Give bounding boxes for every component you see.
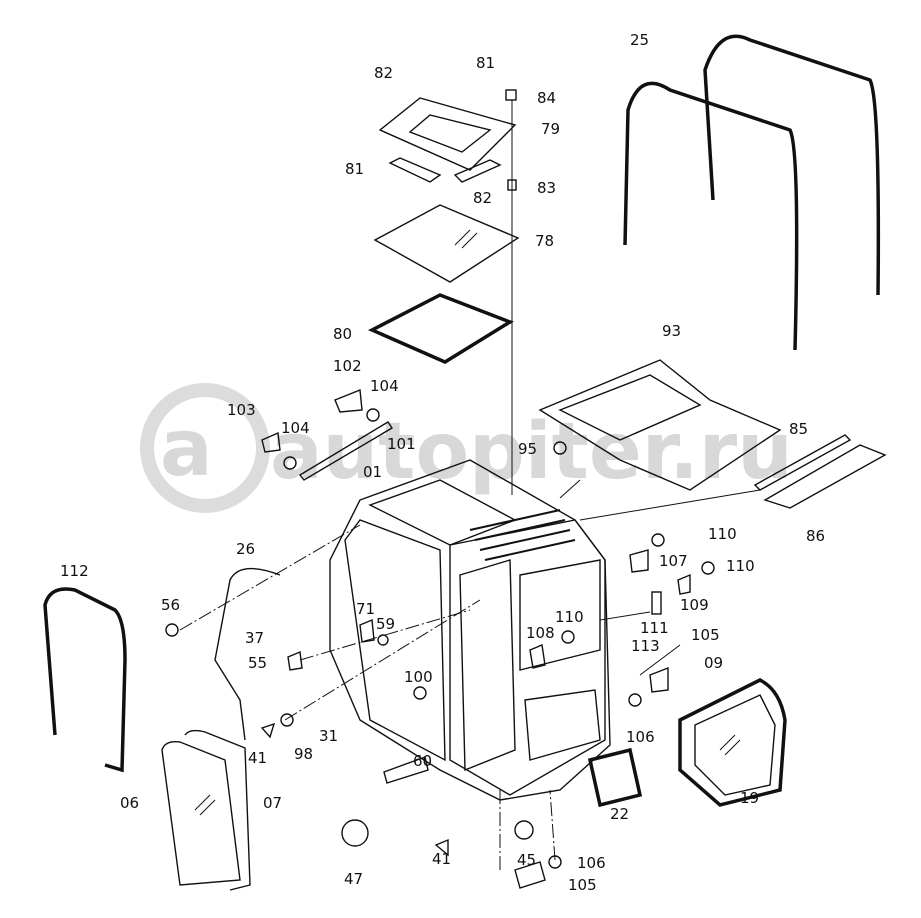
part-80-seal [367, 293, 514, 364]
part-label-100: 100 [404, 668, 433, 686]
assembly-lines [179, 479, 761, 870]
part-label-45: 45 [517, 851, 536, 869]
part-label-09: 09 [704, 654, 723, 672]
part-labels: 25 81 82 84 79 81 82 83 78 80 93 102 104 103 104 101 01 9… [60, 31, 825, 894]
part-label-59: 59 [376, 615, 395, 633]
part-label-85: 85 [789, 420, 808, 438]
part-label-104: 104 [281, 419, 310, 437]
part-label-84: 84 [537, 89, 556, 107]
part-label-108: 108 [526, 624, 555, 642]
part-label-26: 26 [236, 540, 255, 558]
part-label-86: 86 [806, 527, 825, 545]
part-label-60: 60 [413, 752, 432, 770]
part-label-55: 55 [248, 654, 267, 672]
part-label-98: 98 [294, 745, 313, 763]
part-09-19-window [678, 678, 787, 807]
part-label-56: 56 [161, 596, 180, 614]
part-84-83-bolt-rod [505, 89, 517, 495]
part-label-110: 110 [555, 608, 584, 626]
part-label-93: 93 [662, 322, 681, 340]
part-label-81: 81 [345, 160, 364, 178]
part-label-105: 105 [691, 626, 720, 644]
part-label-31: 31 [319, 727, 338, 745]
watermark-logo: a autopiter.ru [140, 383, 793, 513]
part-label-95: 95 [518, 440, 537, 458]
part-label-113: 113 [631, 637, 660, 655]
part-label-82: 82 [473, 189, 492, 207]
part-label-83: 83 [537, 179, 556, 197]
part-label-07: 07 [263, 794, 282, 812]
part-06-07-side-glass [161, 729, 251, 891]
part-label-41: 41 [248, 749, 267, 767]
part-label-41: 41 [432, 850, 451, 868]
part-label-112: 112 [60, 562, 89, 580]
part-label-71: 71 [356, 600, 375, 618]
part-label-111: 111 [640, 619, 669, 637]
part-label-110: 110 [726, 557, 755, 575]
part-label-104: 104 [370, 377, 399, 395]
part-label-80: 80 [333, 325, 352, 343]
part-25-seal [623, 34, 881, 351]
part-label-109: 109 [680, 596, 709, 614]
small-fasteners [165, 389, 715, 889]
part-label-106: 106 [577, 854, 606, 872]
part-label-110: 110 [708, 525, 737, 543]
watermark-text: autopiter.ru [270, 407, 793, 497]
part-label-107: 107 [659, 552, 688, 570]
part-86-sheet [763, 444, 887, 509]
part-26-hose [214, 567, 281, 741]
part-112-seal [43, 587, 127, 773]
part-label-101: 101 [387, 435, 416, 453]
part-label-01: 01 [363, 463, 382, 481]
part-label-25: 25 [630, 31, 649, 49]
part-label-105: 105 [568, 876, 597, 894]
part-label-102: 102 [333, 357, 362, 375]
part-label-82: 82 [374, 64, 393, 82]
part-78-glass [373, 204, 520, 283]
part-93-roof-cover [538, 359, 782, 491]
part-01-cab-frame [329, 459, 611, 801]
part-81-82-strips [388, 157, 502, 183]
part-label-79: 79 [541, 120, 560, 138]
svg-text:a: a [160, 404, 213, 494]
part-label-78: 78 [535, 232, 554, 250]
part-label-47: 47 [344, 870, 363, 888]
part-label-103: 103 [227, 401, 256, 419]
part-label-106: 106 [626, 728, 655, 746]
part-label-22: 22 [610, 805, 629, 823]
part-label-81: 81 [476, 54, 495, 72]
part-label-37: 37 [245, 629, 264, 647]
part-label-19: 19 [740, 789, 759, 807]
part-label-06: 06 [120, 794, 139, 812]
part-85-strip [753, 434, 852, 491]
part-22-seal [587, 747, 643, 808]
part-79-frame [378, 97, 517, 171]
